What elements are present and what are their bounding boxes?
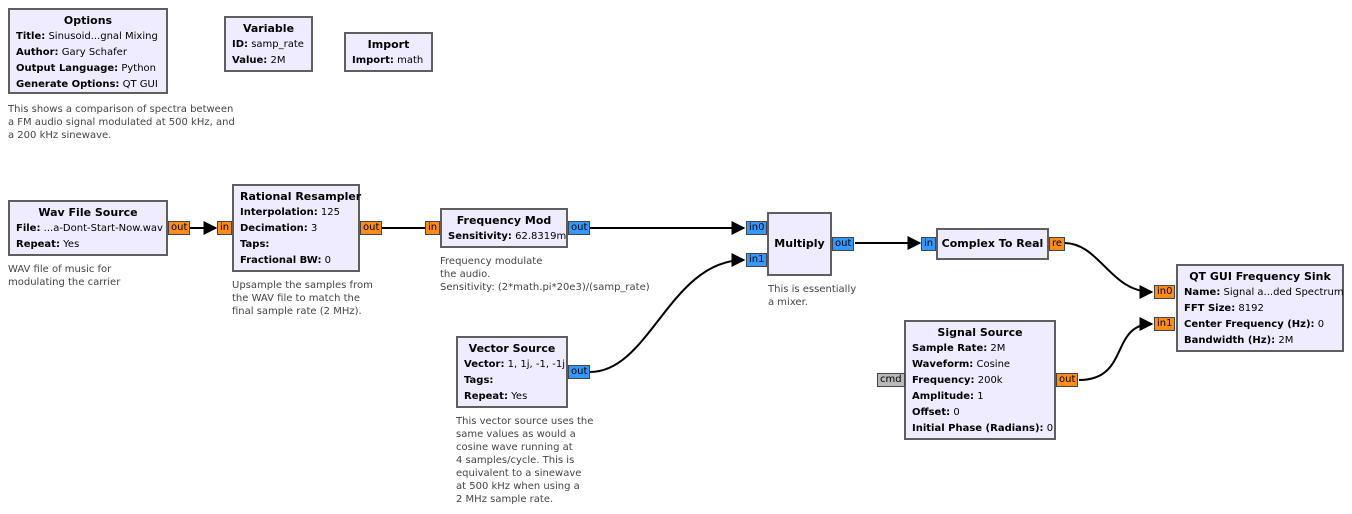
freqmod-comment: Frequency modulate the audio. Sensitivit… bbox=[440, 256, 650, 293]
vector-param-tags: Tags: bbox=[464, 375, 494, 386]
signal-param-offset: Offset: 0 bbox=[912, 407, 960, 418]
wav-param-repeat: Repeat: Yes bbox=[16, 239, 80, 250]
freqmod-out-port[interactable]: out bbox=[568, 221, 591, 235]
signal-param-phase: Initial Phase (Radians): 0 bbox=[912, 423, 1054, 434]
rational-resampler-block[interactable]: Rational Resampler Interpolation: 125 De… bbox=[232, 184, 362, 272]
options-comment: This shows a comparison of spectra betwe… bbox=[8, 104, 235, 141]
options-param-language: Output Language: Python bbox=[16, 63, 157, 74]
wav-file-source-block[interactable]: Wav File Source File: ...a-Dont-Start-No… bbox=[8, 200, 168, 256]
resampler-param-decim: Decimation: 3 bbox=[240, 223, 318, 234]
vector-param-repeat: Repeat: Yes bbox=[464, 391, 528, 402]
sink-in0-port[interactable]: in0 bbox=[1154, 285, 1176, 299]
complex-to-real-block[interactable]: Complex To Real bbox=[936, 228, 1049, 260]
signal-title: Signal Source bbox=[937, 326, 1023, 339]
resampler-param-fbw: Fractional BW: 0 bbox=[240, 255, 332, 266]
variable-param-value: Value: 2M bbox=[232, 55, 286, 66]
signal-param-waveform: Waveform: Cosine bbox=[912, 359, 1011, 370]
sink-param-bandwidth: Bandwidth (Hz): 2M bbox=[1184, 335, 1294, 346]
wav-comment: WAV file of music for modulating the car… bbox=[8, 264, 121, 288]
sink-param-fft: FFT Size: 8192 bbox=[1184, 303, 1264, 314]
signal-param-rate: Sample Rate: 2M bbox=[912, 343, 1006, 354]
frequency-mod-block[interactable]: Frequency Mod Sensitivity: 62.8319m bbox=[440, 208, 568, 248]
import-block[interactable]: Import Import: math bbox=[344, 32, 433, 72]
c2r-title: Complex To Real bbox=[941, 237, 1044, 250]
wav-param-file: File: ...a-Dont-Start-Now.wav bbox=[16, 223, 163, 234]
variable-param-id: ID: samp_rate bbox=[232, 39, 304, 50]
vector-title: Vector Source bbox=[468, 342, 556, 355]
c2r-in-port[interactable]: in bbox=[921, 237, 937, 251]
vector-out-port[interactable]: out bbox=[568, 365, 591, 379]
signal-param-frequency: Frequency: 200k bbox=[912, 375, 1003, 386]
multiply-in1-port[interactable]: in1 bbox=[746, 253, 768, 267]
resampler-param-taps: Taps: bbox=[240, 239, 270, 250]
import-param: Import: math bbox=[352, 55, 424, 66]
multiply-in0-port[interactable]: in0 bbox=[746, 221, 768, 235]
wav-title: Wav File Source bbox=[38, 206, 138, 219]
variable-block[interactable]: Variable ID: samp_rate Value: 2M bbox=[224, 16, 313, 72]
options-block[interactable]: Options Title: Sinusoid...gnal Mixing Au… bbox=[8, 8, 168, 94]
signal-param-amplitude: Amplitude: 1 bbox=[912, 391, 984, 402]
sink-param-center: Center Frequency (Hz): 0 bbox=[1184, 319, 1325, 330]
vector-param-vector: Vector: 1, 1j, -1, -1j bbox=[464, 359, 565, 370]
multiply-title: Multiply bbox=[774, 237, 825, 250]
import-title: Import bbox=[367, 38, 410, 51]
signal-cmd-port[interactable]: cmd bbox=[877, 373, 905, 387]
resampler-in-port[interactable]: in bbox=[217, 221, 233, 235]
wire-c2r-to-sink-in0[interactable] bbox=[1063, 242, 1154, 299]
sink-title: QT GUI Frequency Sink bbox=[1189, 270, 1331, 283]
freqmod-in-port[interactable]: in bbox=[425, 221, 441, 235]
wav-out-port[interactable]: out bbox=[168, 221, 191, 235]
signal-source-block[interactable]: Signal Source Sample Rate: 2M Waveform: … bbox=[904, 320, 1056, 440]
signal-out-port[interactable]: out bbox=[1056, 373, 1079, 387]
multiply-comment: This is essentially a mixer. bbox=[768, 284, 857, 308]
vector-comment: This vector source uses the same values … bbox=[456, 416, 594, 505]
resampler-title: Rational Resampler bbox=[240, 190, 362, 203]
options-title: Options bbox=[63, 14, 113, 27]
vector-source-block[interactable]: Vector Source Vector: 1, 1j, -1, -1j Tag… bbox=[456, 336, 568, 408]
variable-title: Variable bbox=[242, 22, 295, 35]
options-param-title: Title: Sinusoid...gnal Mixing bbox=[16, 31, 158, 42]
wire-vector-to-multiply-in1[interactable] bbox=[589, 253, 746, 373]
resampler-comment: Upsample the samples from the WAV file t… bbox=[232, 280, 373, 317]
sink-param-name: Name: Signal a...ded Spectrum bbox=[1184, 287, 1344, 298]
resampler-out-port[interactable]: out bbox=[360, 221, 383, 235]
multiply-out-port[interactable]: out bbox=[832, 237, 855, 251]
freqmod-param-sensitivity: Sensitivity: 62.8319m bbox=[448, 231, 567, 242]
resampler-param-interp: Interpolation: 125 bbox=[240, 207, 341, 218]
freqmod-title: Frequency Mod bbox=[456, 214, 552, 227]
options-param-generate: Generate Options: QT GUI bbox=[16, 79, 158, 90]
c2r-out-port[interactable]: re bbox=[1049, 237, 1066, 251]
wire-signal-to-sink-in1[interactable] bbox=[1078, 317, 1154, 381]
qt-gui-frequency-sink-block[interactable]: QT GUI Frequency Sink Name: Signal a...d… bbox=[1176, 264, 1344, 352]
sink-in1-port[interactable]: in1 bbox=[1154, 317, 1176, 331]
multiply-block[interactable]: Multiply bbox=[767, 212, 832, 276]
options-param-author: Author: Gary Schafer bbox=[16, 47, 127, 58]
